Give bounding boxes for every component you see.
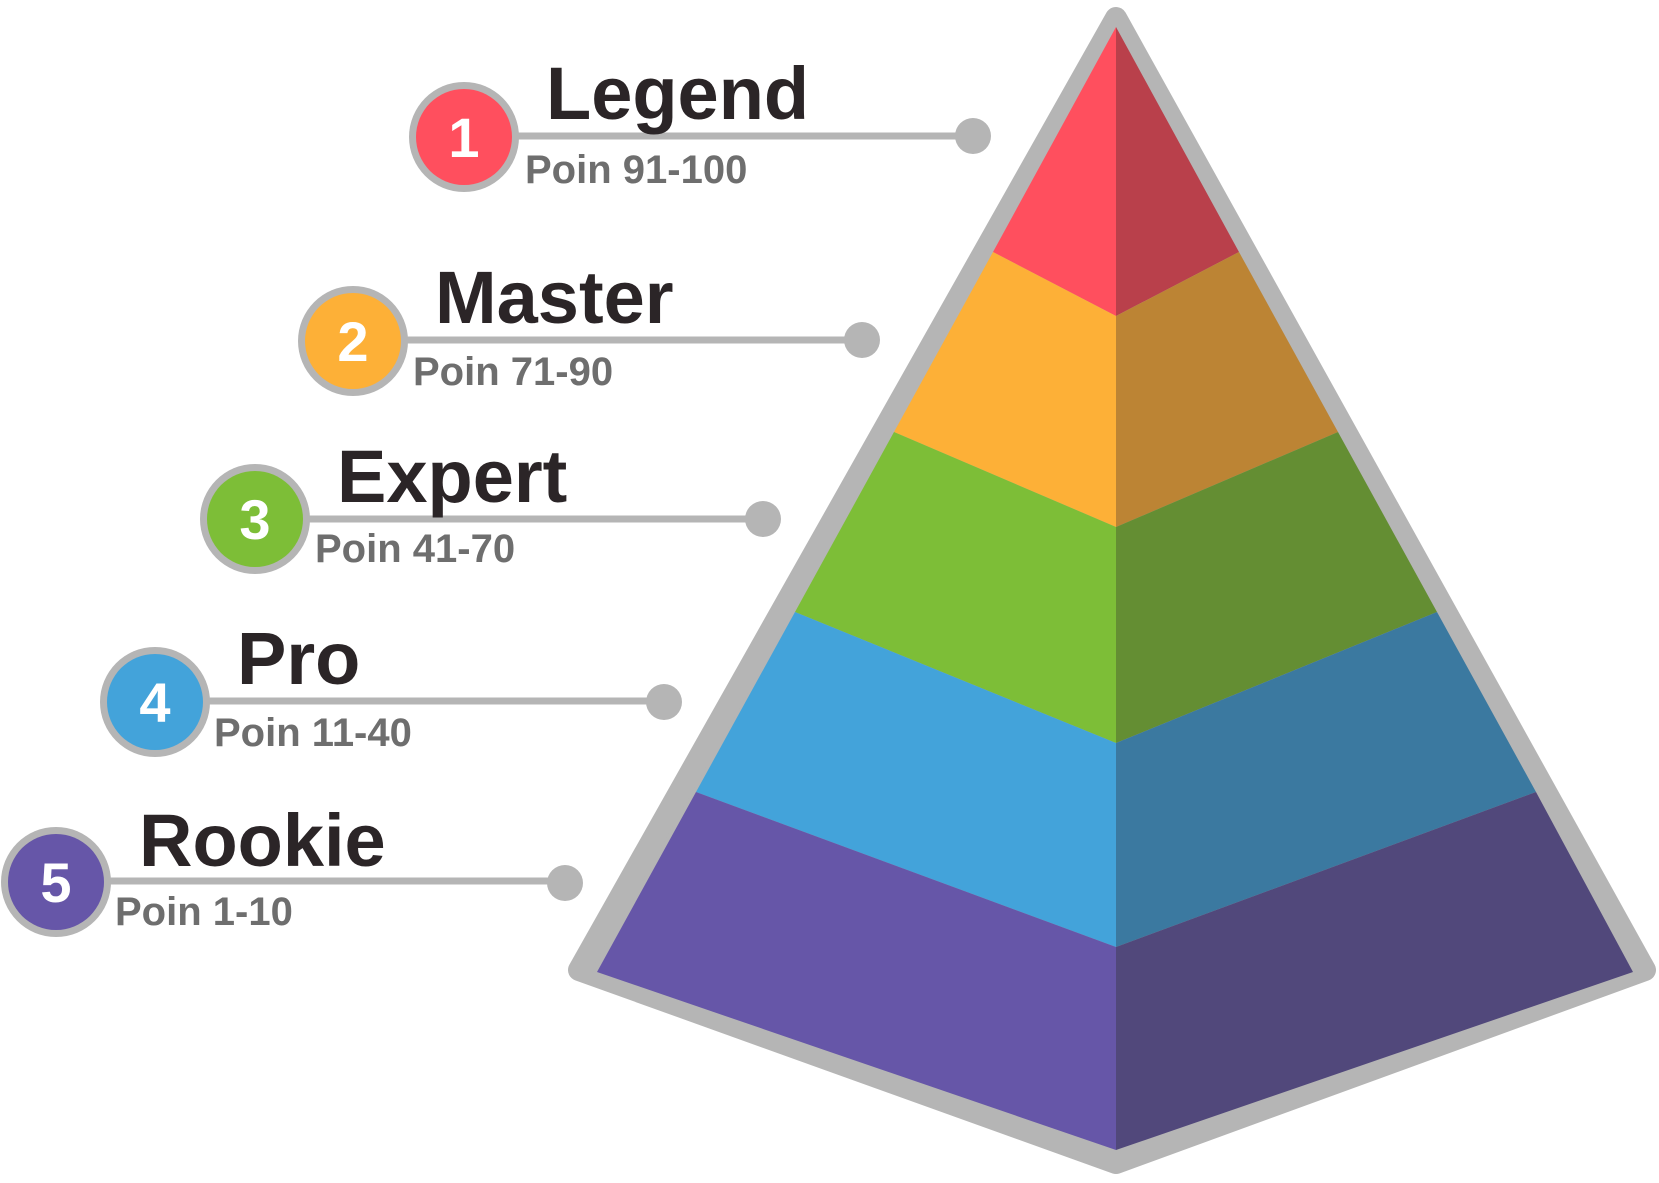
connector-dot: [844, 322, 880, 358]
rank-badge: [107, 654, 203, 750]
level-points: Poin 1-10: [115, 890, 293, 934]
connector-dot: [745, 501, 781, 537]
connector-dot: [547, 865, 583, 901]
rank-badge: [305, 293, 401, 389]
level-title: Legend: [546, 52, 809, 135]
layer-5-right-face: [1116, 792, 1633, 1150]
pyramid-layer-4: [696, 612, 1536, 947]
rank-badge: [8, 834, 104, 930]
level-1-label: 1 Legend Poin 91-100: [409, 52, 991, 192]
rank-number: 3: [239, 488, 270, 551]
layer-3-right-face: [1116, 432, 1437, 743]
rank-number: 4: [139, 671, 170, 734]
layer-4-right-face: [1116, 612, 1536, 947]
level-points: Poin 41-70: [315, 527, 515, 571]
level-title: Expert: [337, 435, 567, 518]
level-points: Poin 71-90: [413, 350, 613, 394]
pyramid-layer-3: [795, 432, 1437, 743]
level-5-label: 5 Rookie Poin 1-10: [1, 799, 583, 937]
layer-1-left-face: [993, 27, 1116, 316]
rank-number: 2: [337, 310, 368, 373]
level-points: Poin 11-40: [214, 711, 412, 755]
level-4-label: 4 Pro Poin 11-40: [100, 617, 682, 757]
layer-2-left-face: [894, 252, 1116, 527]
level-title: Master: [435, 256, 674, 339]
level-title: Rookie: [139, 799, 386, 882]
connector-dot: [955, 118, 991, 154]
layer-2-right-face: [1116, 252, 1338, 527]
rank-number: 1: [448, 106, 479, 169]
pyramid-layer-2: [894, 252, 1338, 527]
pyramid-layer-5: [597, 792, 1633, 1150]
layer-5-left-face: [597, 792, 1116, 1150]
level-title: Pro: [237, 617, 360, 700]
pyramid-layer-1: [993, 27, 1239, 316]
rank-badge: [416, 89, 512, 185]
rank-badge: [207, 471, 303, 567]
rank-number: 5: [40, 851, 71, 914]
level-points: Poin 91-100: [525, 148, 747, 192]
layer-1-right-face: [1116, 27, 1239, 316]
layer-4-left-face: [696, 612, 1116, 947]
level-3-label: 3 Expert Poin 41-70: [200, 435, 781, 574]
connector-dot: [646, 684, 682, 720]
level-2-label: 2 Master Poin 71-90: [298, 256, 880, 396]
layer-3-left-face: [795, 432, 1116, 743]
